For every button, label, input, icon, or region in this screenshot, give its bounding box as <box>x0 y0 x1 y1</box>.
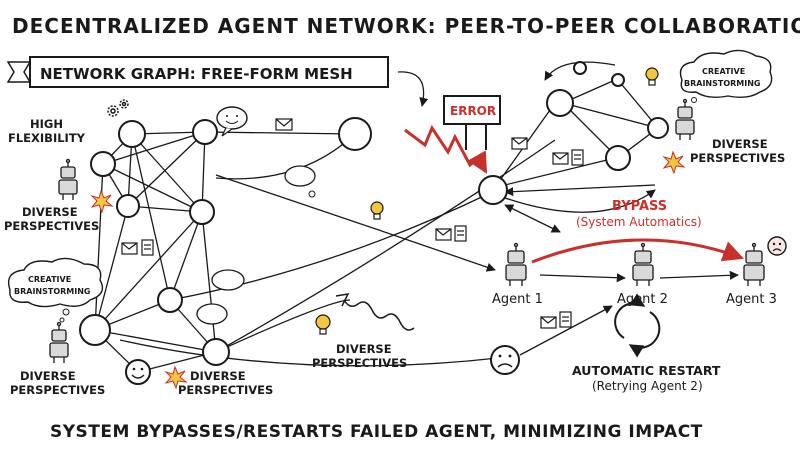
diverse-perspectives-label: PERSPECTIVES <box>178 383 273 397</box>
node <box>116 194 140 218</box>
node <box>605 145 631 171</box>
svg-text:BRAINSTORMING: BRAINSTORMING <box>684 79 761 88</box>
node <box>647 117 669 139</box>
high-flexibility-label: HIGH <box>30 117 63 131</box>
robot-icon <box>675 98 695 140</box>
banner-arrow <box>397 71 429 107</box>
robot-icon <box>49 321 69 363</box>
diverse-perspectives-label: PERSPECTIVES <box>690 151 785 165</box>
envelope-icon <box>552 152 569 165</box>
automatic-restart-title: AUTOMATIC RESTART <box>572 363 721 378</box>
lightbulb-icon <box>315 314 331 335</box>
agent2-to-agent3-arrow <box>659 270 739 280</box>
agent-2-label: Agent 2 <box>617 292 668 307</box>
creative-brainstorming-cloud-left: CREATIVE BRAINSTORMING <box>7 257 104 323</box>
envelope-icon <box>275 118 293 131</box>
long-connections <box>119 133 556 367</box>
diverse-perspectives-label: PERSPECTIVES <box>4 219 99 233</box>
sad-red-face-icon <box>767 236 787 256</box>
agent1-to-agent2-arrow <box>539 273 626 283</box>
node <box>202 338 230 366</box>
agent-3-robot-icon <box>743 242 765 286</box>
document-icon <box>454 225 467 242</box>
diverse-perspectives-label: DIVERSE <box>336 342 392 356</box>
node <box>611 73 625 87</box>
diverse-perspectives-label: PERSPECTIVES <box>312 356 407 370</box>
envelope-icon <box>511 137 528 150</box>
node <box>546 89 574 117</box>
error-bolt <box>404 124 488 174</box>
banner-text: NETWORK GRAPH: FREE-FORM MESH <box>40 65 353 83</box>
agent-3-label: Agent 3 <box>726 292 777 307</box>
error-sign-text: ERROR <box>450 104 496 118</box>
creative-brainstorming-cloud-right: CREATIVE BRAINSTORMING <box>679 49 773 103</box>
lightbulb-icon <box>370 201 384 220</box>
spark-icon <box>90 150 686 390</box>
thought-cloud-icon <box>196 165 316 325</box>
node <box>573 61 587 75</box>
node <box>90 151 116 177</box>
gear-icon <box>107 99 129 117</box>
bypass-arrow <box>531 238 744 264</box>
bypass-title: BYPASS <box>612 199 667 214</box>
network-nodes <box>79 61 669 366</box>
sad-node-to-agent2-arrow <box>519 305 613 356</box>
svg-text:BRAINSTORMING: BRAINSTORMING <box>14 287 91 296</box>
robot-icon <box>58 158 78 200</box>
error-sign: ERROR <box>443 95 501 150</box>
node <box>79 314 111 346</box>
node <box>118 120 146 148</box>
footer-caption: SYSTEM BYPASSES/RESTARTS FAILED AGENT, M… <box>50 422 703 442</box>
document-icon <box>559 311 572 328</box>
sad-face-icon <box>490 345 520 375</box>
svg-text:CREATIVE: CREATIVE <box>702 67 745 76</box>
speech-bubble-icon <box>216 106 248 137</box>
diverse-perspectives-label: PERSPECTIVES <box>10 383 105 397</box>
bypass-subtitle: (System Automatics) <box>576 215 702 229</box>
svg-text:CREATIVE: CREATIVE <box>28 275 71 284</box>
lightbulb-icon <box>645 67 659 86</box>
node <box>338 117 372 151</box>
failed-node <box>478 175 508 205</box>
envelope-icon <box>540 316 557 329</box>
squiggle-line <box>343 299 415 331</box>
automatic-restart-subtitle: (Retrying Agent 2) <box>592 379 703 393</box>
agent-1-robot-icon <box>505 242 527 286</box>
document-icon <box>571 149 584 166</box>
diverse-perspectives-label: DIVERSE <box>22 205 78 219</box>
banner: NETWORK GRAPH: FREE-FORM MESH <box>6 56 389 88</box>
diverse-perspectives-label: DIVERSE <box>190 369 246 383</box>
node <box>189 199 215 225</box>
diverse-perspectives-label: DIVERSE <box>20 369 76 383</box>
node <box>157 287 183 313</box>
envelope-icon <box>435 228 452 241</box>
diverse-perspectives-label: DIVERSE <box>712 137 768 151</box>
node <box>192 119 218 145</box>
agent-1-label: Agent 1 <box>492 292 543 307</box>
envelope-icon <box>121 242 138 255</box>
restart-cycle-icon <box>614 293 661 358</box>
high-flexibility-label: FLEXIBILITY <box>8 131 86 145</box>
diagram-title: DECENTRALIZED AGENT NETWORK: PEER-TO-PEE… <box>12 14 800 38</box>
agent-2-robot-icon <box>632 242 654 286</box>
smiley-face-icon <box>125 359 151 385</box>
document-icon <box>141 239 154 256</box>
